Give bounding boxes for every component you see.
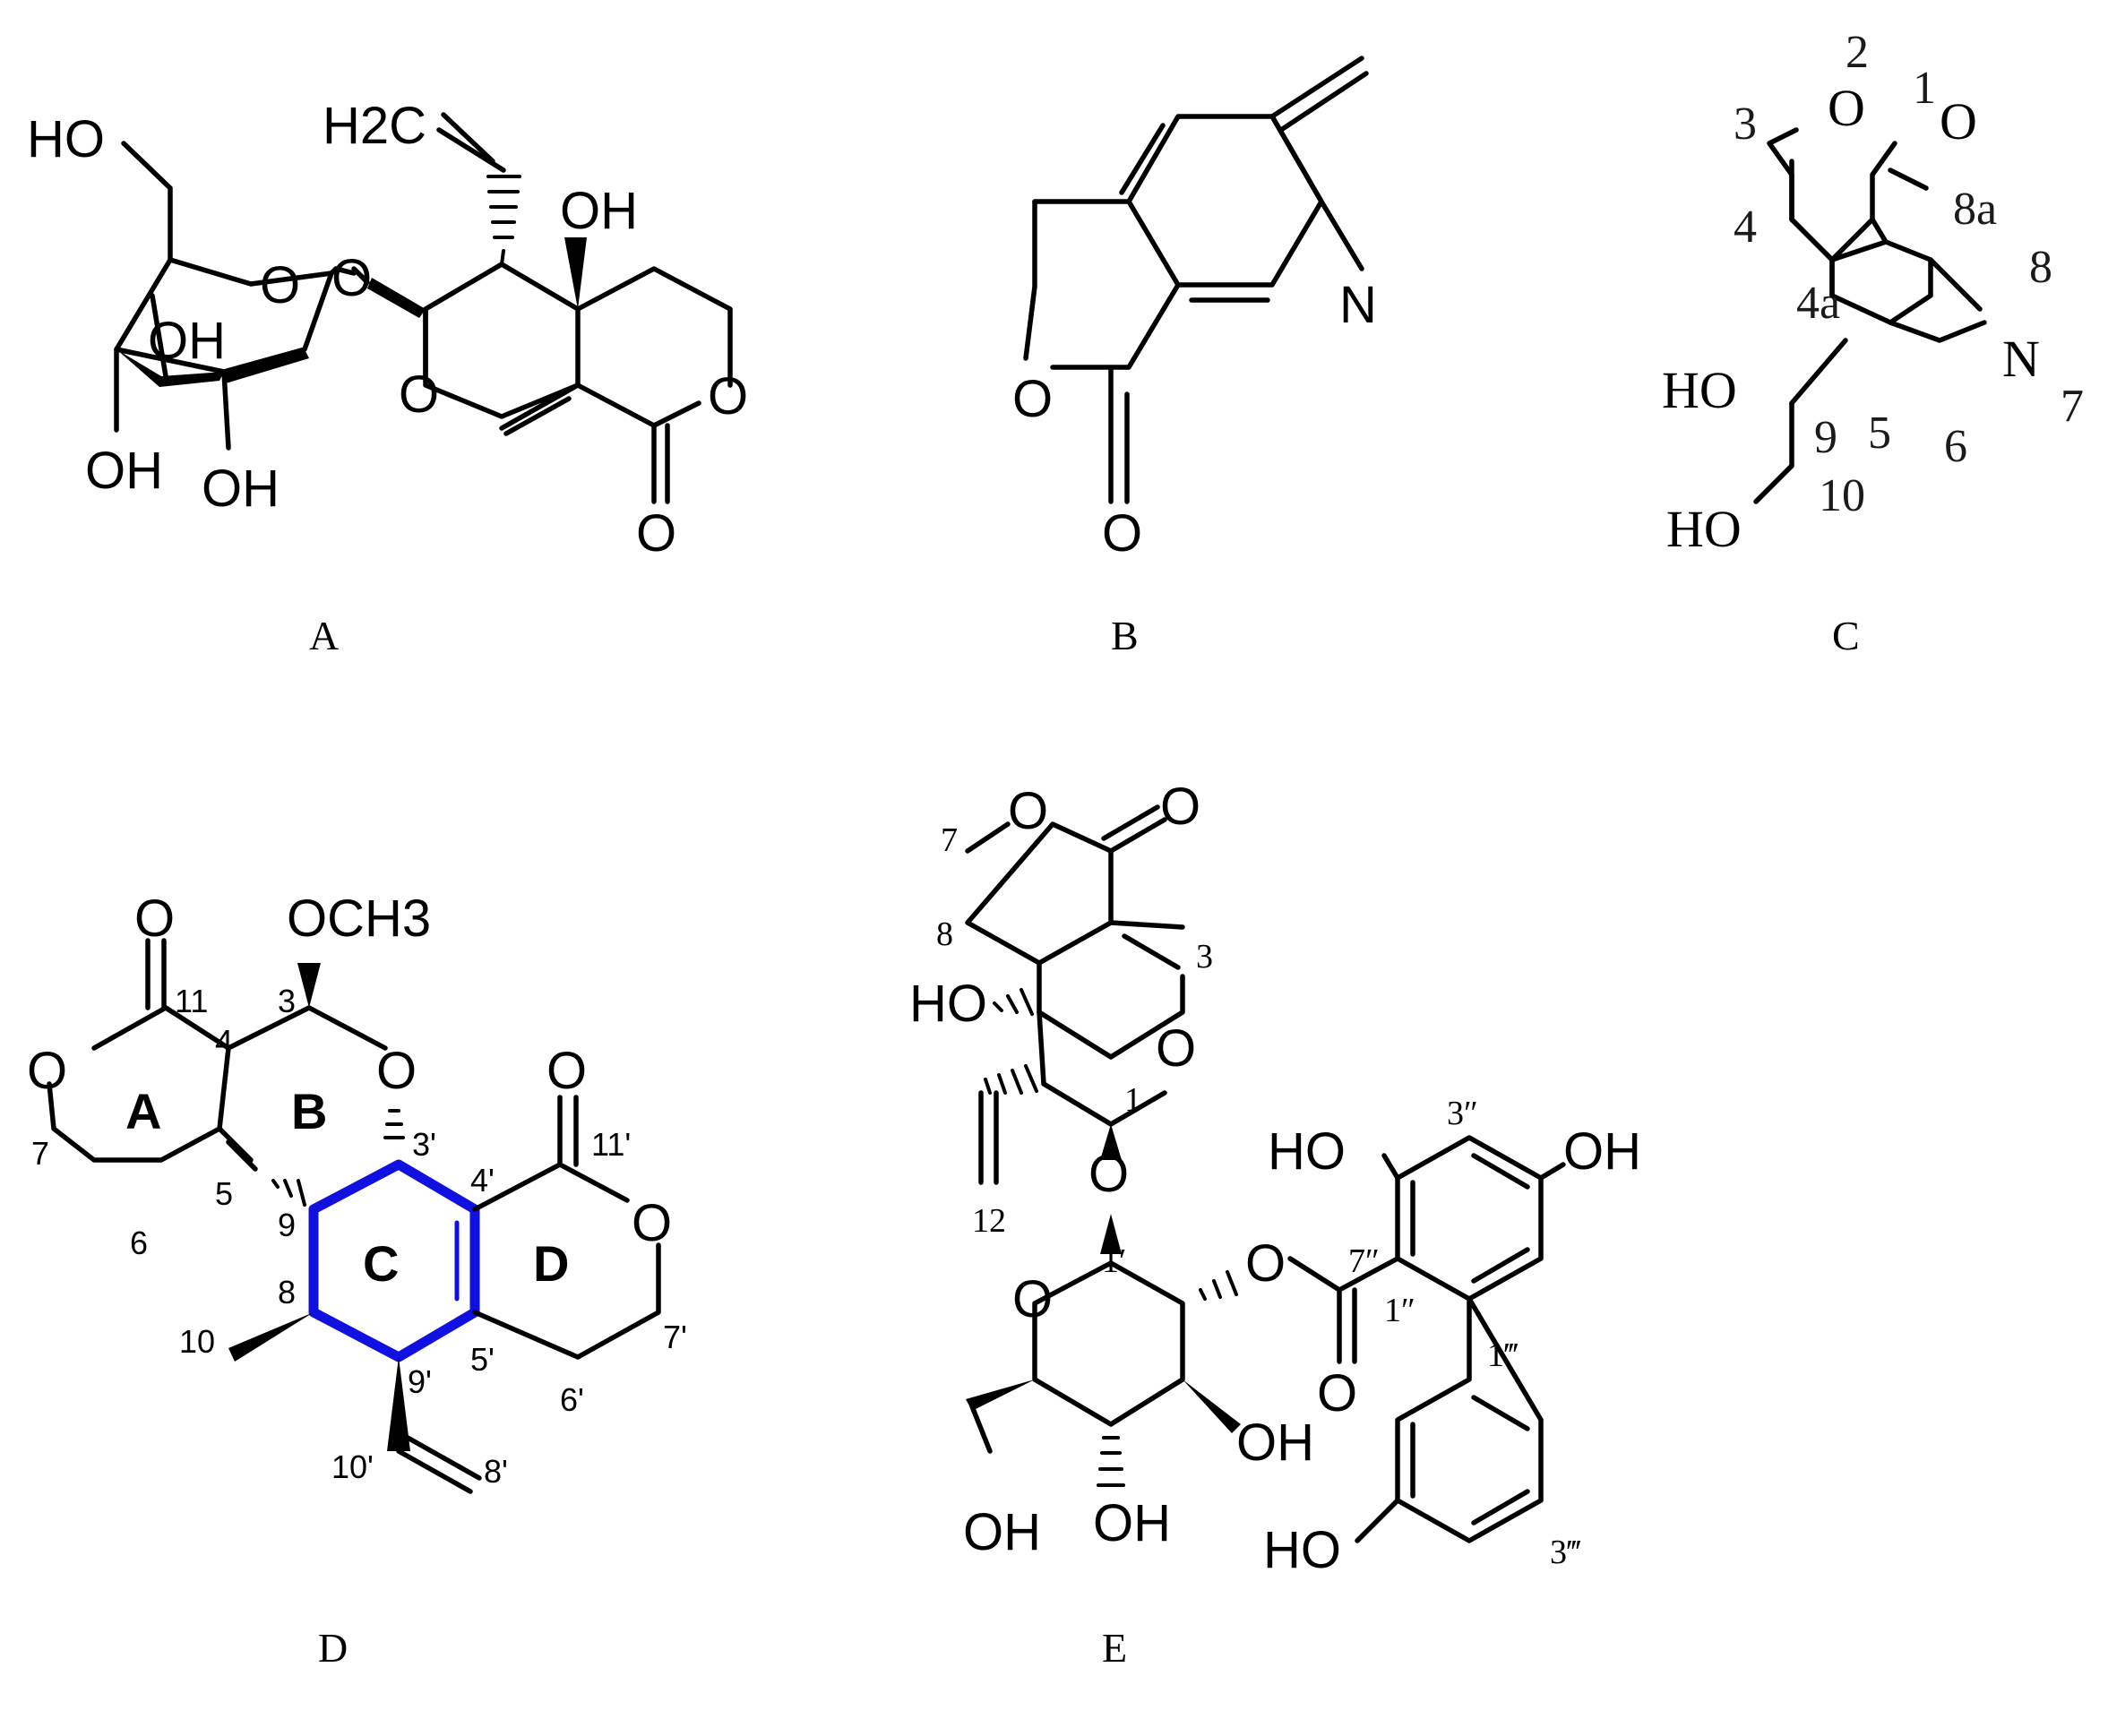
locant: 8a — [1953, 184, 1997, 235]
atom-ho: HO — [909, 975, 987, 1033]
atom-o-carbonyl: O — [1102, 504, 1142, 563]
locant: 9 — [278, 1207, 296, 1243]
panel-label-a: A — [309, 613, 339, 658]
structure-d: O OCH3 O O O O A B C D 11 3 4 7 6 5 9 3'… — [27, 889, 687, 1671]
structure-e: O O HO O O O O HO OH O OH OH OH HO 7 8 3… — [909, 778, 1641, 1671]
atom-o-carbonyl: O — [1160, 778, 1200, 836]
locant: 3' — [412, 1126, 436, 1163]
locant: 1‴ — [1487, 1336, 1519, 1374]
locant: 9 — [1814, 412, 1837, 463]
locant: 10 — [179, 1323, 215, 1360]
atom-o-pyran: O — [399, 365, 439, 424]
panel-label-b: B — [1111, 613, 1139, 658]
locant: 7″ — [1348, 1242, 1380, 1280]
atom-oh: OH — [963, 1503, 1041, 1561]
locant: 5 — [215, 1175, 233, 1212]
locant: 7 — [2061, 381, 2084, 432]
atom-o-ring: O — [1012, 370, 1053, 428]
locant: 4' — [470, 1162, 495, 1199]
atom-o-carbonyl: O — [1317, 1364, 1357, 1422]
atom-o-carbonyl: O — [1940, 92, 1977, 150]
locant: 9' — [408, 1363, 432, 1400]
locant: 1 — [1124, 1081, 1141, 1119]
structure-c: O O N HO HO 2 1 3 4 8a 8 4a 7 9 5 6 10 C — [1662, 27, 2084, 658]
locant: 8 — [2029, 242, 2052, 293]
atom-o-pyran: O — [1156, 1019, 1196, 1078]
locant: 1′ — [1102, 1242, 1126, 1280]
atom-oh: OH — [560, 182, 638, 240]
locant: 6' — [560, 1381, 584, 1418]
atom-o-ester: O — [1245, 1234, 1286, 1293]
locant: 7 — [31, 1135, 49, 1172]
panel-label-d: D — [318, 1625, 348, 1671]
ring-label-a: A — [125, 1083, 161, 1139]
locant: 8 — [278, 1274, 296, 1311]
atom-ho: HO — [1263, 1521, 1341, 1579]
atom-o-ring: O — [1008, 782, 1048, 840]
atom-h2c: H2C — [323, 97, 426, 155]
atom-o-carbonyl: O — [134, 889, 175, 948]
atom-o-sugar: O — [1012, 1270, 1053, 1328]
locant: 2 — [1846, 27, 1869, 78]
locant: 6 — [1944, 421, 1967, 472]
atom-ho: HO — [1268, 1122, 1346, 1181]
atom-oh: OH — [1563, 1122, 1641, 1181]
atom-o-glyco: O — [1088, 1145, 1129, 1203]
locant: 10 — [1819, 470, 1865, 521]
locant: 5' — [470, 1341, 495, 1378]
atom-ho: HO — [1662, 361, 1737, 419]
atom-o-ring-d: O — [632, 1194, 672, 1252]
locant: 3 — [1196, 938, 1213, 975]
locant: 3 — [1734, 99, 1757, 150]
atom-oh: OH — [1093, 1494, 1171, 1552]
locant: 4 — [1734, 202, 1757, 253]
atom-oh: OH — [202, 460, 280, 518]
atom-oh: OH — [148, 312, 226, 370]
locant: 8 — [936, 915, 953, 953]
atom-o-glyco: O — [331, 249, 372, 307]
locant: 11' — [591, 1126, 631, 1163]
locant: 4 — [215, 1023, 233, 1060]
atom-o-lactone: O — [708, 367, 748, 425]
locant: 11 — [175, 983, 208, 1019]
atom-n: N — [1339, 276, 1377, 334]
locant: 3 — [278, 983, 296, 1019]
locant: 3‴ — [1550, 1534, 1581, 1571]
locant: 8' — [484, 1453, 508, 1490]
locant: 7 — [941, 821, 958, 859]
locant: 6 — [130, 1225, 148, 1261]
ring-label-c: C — [363, 1235, 399, 1292]
atom-o-ring: O — [1828, 79, 1865, 137]
locant: 10' — [331, 1448, 374, 1485]
ring-label-b: B — [291, 1083, 327, 1139]
structure-a: HO H2C OH O O OH O O OH OH O A — [27, 97, 748, 658]
locant: 5 — [1868, 408, 1891, 459]
locant: 3″ — [1447, 1095, 1478, 1132]
panel-label-c: C — [1832, 613, 1860, 658]
atom-oh: OH — [85, 442, 163, 500]
atom-o-ring-a: O — [27, 1042, 67, 1100]
panel-label-e: E — [1102, 1625, 1127, 1671]
atom-o-ring-b: O — [376, 1042, 417, 1100]
atom-o-carbonyl: O — [546, 1042, 587, 1100]
locant: 1 — [1913, 63, 1936, 114]
atom-ho: HO — [1666, 500, 1742, 558]
atom-n: N — [2002, 330, 2040, 388]
locant: 7' — [663, 1319, 687, 1355]
atom-och3: OCH3 — [287, 889, 431, 948]
ring-label-d: D — [533, 1235, 569, 1292]
structure-b: O O N B — [1012, 56, 1377, 658]
atom-oh: OH — [1236, 1414, 1314, 1472]
atom-o-ring: O — [260, 256, 300, 314]
atom-o-carbonyl: O — [636, 504, 676, 563]
locant: 12 — [972, 1202, 1006, 1240]
atom-ho: HO — [27, 110, 105, 168]
locant: 1″ — [1384, 1292, 1415, 1329]
